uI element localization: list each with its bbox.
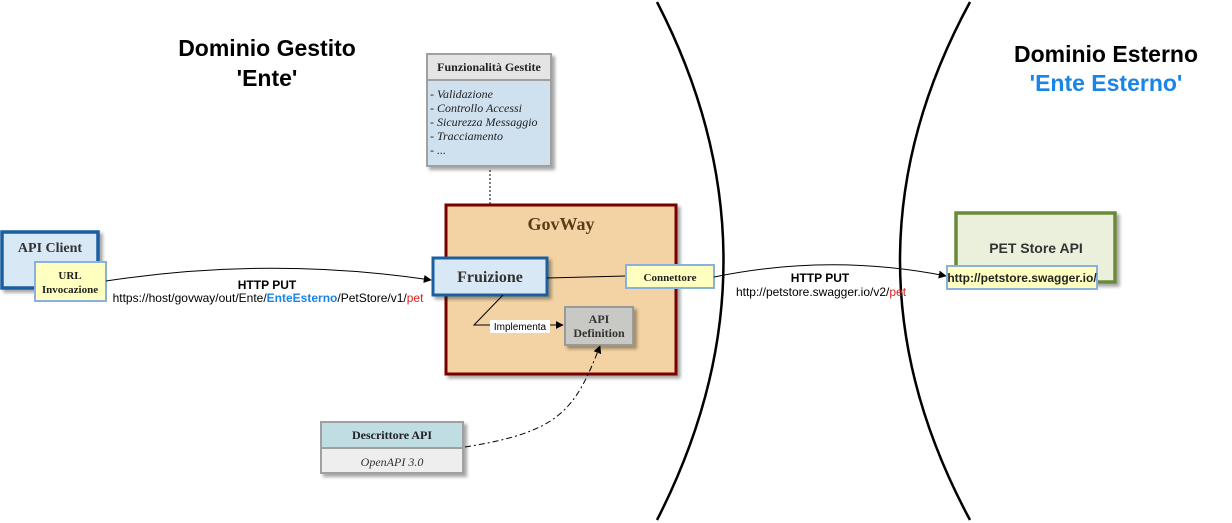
implementa-label: Implementa (494, 322, 547, 333)
request-left-url: https://host/govway/out/Ente/EnteEsterno… (113, 291, 425, 305)
descriptor-box (320, 421, 464, 474)
descriptor-arrow (464, 345, 602, 448)
url-invocazione-line2: Invocazione (42, 284, 98, 296)
request-right-url-part1: http://petstore.swagger.io/v2/ (736, 285, 890, 299)
domain-boundary-right (898, 1, 972, 521)
domain-boundary-left (655, 1, 725, 521)
connettore-label: Connettore (644, 272, 697, 284)
pet-store-title: PET Store API (989, 240, 1083, 256)
fruizione-label: Fruizione (457, 269, 523, 286)
feature-item: - Tracciamento (430, 129, 503, 143)
api-definition-label-line1: API (589, 312, 610, 326)
external-domain-subtitle: 'Ente Esterno' (1030, 70, 1183, 96)
request-arrow-left (105, 267, 432, 283)
govway-title: GovWay (527, 214, 594, 234)
request-left-url-part2: EnteEsterno (267, 291, 338, 305)
request-left-url-part1: https://host/govway/out/Ente/ (113, 291, 268, 305)
feature-item: - ... (430, 143, 446, 157)
pet-store-url-box (946, 265, 1098, 290)
request-left-method: HTTP PUT (238, 278, 297, 292)
request-right-method: HTTP PUT (791, 271, 850, 285)
request-left-url-part4: pet (407, 291, 424, 305)
api-client-title: API Client (18, 241, 83, 256)
descriptor-value: OpenAPI 3.0 (361, 455, 424, 469)
feature-item: - Controllo Accessi (430, 101, 522, 115)
external-domain-title: Dominio Esterno (1014, 41, 1198, 67)
api-definition-label-line2: Definition (573, 326, 625, 340)
feature-item: - Sicurezza Messaggio (430, 115, 538, 129)
features-box-title: Funzionalità Gestite (437, 60, 541, 74)
pet-store-url: http://petstore.swagger.io/ (947, 271, 1097, 285)
request-right-url: http://petstore.swagger.io/v2/pet (736, 285, 907, 299)
descriptor-title: Descrittore API (352, 428, 432, 442)
implementa-label-bg (490, 320, 550, 333)
url-invocazione-line1: URL (58, 270, 81, 282)
managed-domain-title: Dominio Gestito (178, 35, 356, 61)
managed-domain-subtitle: 'Ente' (237, 65, 298, 91)
features-box (426, 53, 552, 167)
api-definition-box (564, 306, 634, 346)
fruizione-box (431, 256, 549, 297)
url-invocazione-box (34, 261, 107, 302)
fruizione-connettore-line (546, 275, 627, 279)
request-right-url-part2: pet (889, 285, 906, 299)
request-arrow-right (713, 264, 947, 279)
feature-item: - Validazione (430, 87, 494, 101)
request-left-url-part3: /PetStore/v1/ (337, 291, 407, 305)
